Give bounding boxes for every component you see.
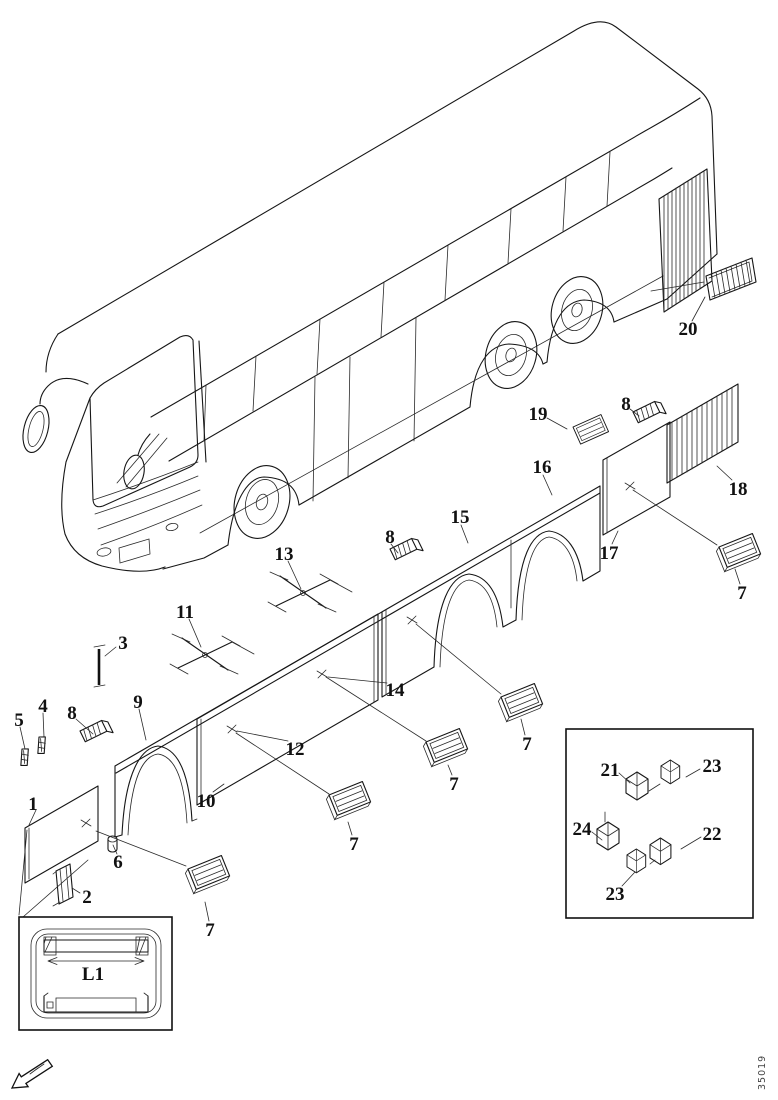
callout-8b: 8 <box>385 527 395 548</box>
leader-lines <box>19 296 741 922</box>
front-wheel <box>233 465 291 539</box>
drawing-code: 35019 <box>757 1055 768 1090</box>
rear-grille-part-20 <box>705 257 757 301</box>
callout-5: 5 <box>14 710 24 731</box>
rear-wheel-1 <box>484 321 538 389</box>
louvre-grille-18 <box>666 383 739 484</box>
callout-7d: 7 <box>522 734 532 755</box>
clamp-part-8a <box>79 719 114 743</box>
callout-6: 6 <box>113 852 123 873</box>
rivet-part-5 <box>20 748 29 767</box>
callout-21: 21 <box>601 760 620 781</box>
callout-labels: 1 2 3 4 5 6 7 7 7 7 7 8 8 8 9 10 11 12 1… <box>14 319 747 985</box>
hinge-block-23-top <box>660 759 681 785</box>
callout-11: 11 <box>176 602 194 623</box>
clamp-part-8b <box>389 537 424 561</box>
callout-10: 10 <box>197 791 216 812</box>
callout-17: 17 <box>600 543 620 564</box>
hinge-block-24 <box>596 811 620 851</box>
flap-panel-10 <box>196 613 379 806</box>
arch-strip-15 <box>381 485 601 698</box>
callout-14: 14 <box>386 680 406 701</box>
callout-20: 20 <box>679 319 698 340</box>
callout-7c: 7 <box>449 774 459 795</box>
skirt-top-rail <box>114 485 601 774</box>
callout-12: 12 <box>286 739 305 760</box>
rivet-part-4 <box>37 736 46 755</box>
callout-7a: 7 <box>205 920 215 941</box>
inset-hardware <box>565 728 754 919</box>
hinge-block-21 <box>625 771 649 801</box>
vent-grille-7a <box>184 854 231 895</box>
callout-18: 18 <box>729 479 748 500</box>
bracket-part-2 <box>52 863 74 907</box>
callout-24: 24 <box>573 819 593 840</box>
callout-22: 22 <box>703 824 722 845</box>
hinge-block-23-bottom <box>626 848 647 874</box>
callout-7e: 7 <box>737 583 747 604</box>
hinge-block-22 <box>649 837 672 866</box>
skirt-band <box>24 383 739 884</box>
callout-l1: L1 <box>82 964 104 985</box>
vent-grille-7d <box>497 682 544 723</box>
direction-arrow-icon <box>10 1058 54 1089</box>
callout-3: 3 <box>118 633 128 654</box>
callout-8c: 8 <box>621 394 631 415</box>
flap-panel-17 <box>602 421 671 536</box>
vent-grille-7e <box>715 532 762 573</box>
arch-piece-9 <box>114 745 198 838</box>
fastener-markers <box>80 481 636 828</box>
inset-leaders <box>591 768 702 887</box>
callout-2: 2 <box>82 887 92 908</box>
callout-1: 1 <box>28 794 38 815</box>
callout-23a: 23 <box>703 756 722 777</box>
callout-16: 16 <box>533 457 552 478</box>
clamp-part-8c <box>632 400 667 424</box>
callout-13: 13 <box>275 544 294 565</box>
hinge-part-13 <box>267 571 353 613</box>
flap-panel-1 <box>24 785 99 884</box>
pin-part-3 <box>93 644 106 688</box>
callout-8a: 8 <box>67 703 77 724</box>
inset-l1 <box>18 916 173 1031</box>
callout-4: 4 <box>38 696 48 717</box>
callout-15: 15 <box>451 507 470 528</box>
vent-grille-19 <box>572 414 610 445</box>
rear-wheel-2 <box>550 276 604 344</box>
callout-9: 9 <box>133 692 143 713</box>
callout-7b: 7 <box>349 834 359 855</box>
callout-23b: 23 <box>606 884 625 905</box>
vent-grille-7c <box>422 727 469 768</box>
dimension-arrow <box>47 957 145 965</box>
bus-rear-grille <box>658 168 713 313</box>
connector-lines <box>18 281 718 918</box>
hinge-part-11 <box>169 633 255 675</box>
vent-grille-7b <box>325 780 372 821</box>
callout-19: 19 <box>529 404 548 425</box>
bus-illustration <box>22 21 718 572</box>
